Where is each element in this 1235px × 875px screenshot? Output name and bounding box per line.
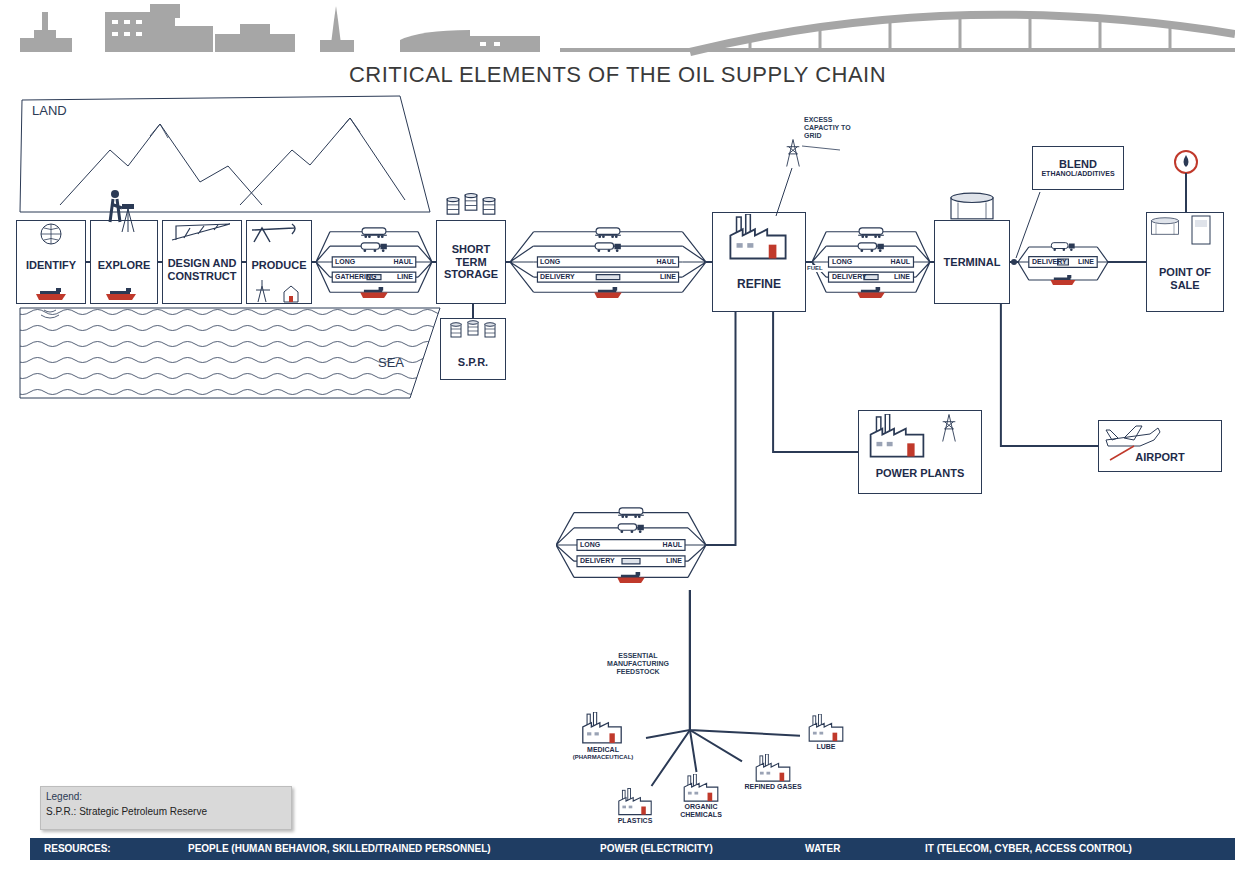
- factory: MEDICAL(PHARMACEUTICAL): [560, 710, 646, 782]
- mode-label: LINE: [894, 272, 910, 282]
- pipeline-connector: [773, 312, 858, 452]
- delivery-modes: DELIVERY LINE: [1018, 232, 1108, 292]
- resource-item: POWER (ELECTRICITY): [600, 843, 713, 855]
- mode-label: HAUL: [891, 257, 910, 267]
- stage-box: DESIGN AND CONSTRUCT: [162, 220, 242, 304]
- factory: REFINED GASES: [742, 752, 804, 808]
- pipeline-connector: [472, 304, 474, 318]
- power-plant-box: POWER PLANTS: [858, 410, 982, 494]
- region-label: LAND: [32, 104, 92, 119]
- node-label: LUBE: [816, 743, 835, 751]
- storage-box: SHORT TERM STORAGE: [436, 220, 506, 304]
- transport-modes: LONG HAUL DELIVERY LINE: [510, 220, 706, 304]
- node-label: BLEND: [1059, 158, 1097, 171]
- node-label: PRODUCE: [251, 259, 306, 272]
- mode-label: DELIVERY: [832, 272, 867, 282]
- node-label: TERMINAL: [944, 256, 1001, 269]
- pipeline-connector: [806, 261, 812, 263]
- legend-heading: Legend:: [46, 791, 246, 803]
- mode-label: HAUL: [394, 257, 413, 267]
- mode-label: DELIVERY: [580, 556, 615, 566]
- mode-label: HAUL: [663, 540, 682, 550]
- node-label: S.P.R.: [458, 356, 488, 369]
- node-label: ETHANOL/ADDITIVES: [1041, 170, 1114, 178]
- land-region: [20, 96, 430, 212]
- node-label: AIRPORT: [1135, 451, 1185, 464]
- annotation: FUEL: [806, 265, 824, 272]
- factory: PLASTICS: [606, 786, 664, 834]
- mode-label: LINE: [666, 556, 682, 566]
- node-label: PLASTICS: [618, 817, 653, 825]
- pipeline-connector: [706, 312, 736, 545]
- legend-entry: S.P.R.: Strategic Petroleum Reserve: [46, 806, 207, 818]
- mode-label: LONG: [580, 540, 600, 550]
- mode-label: DELIVERY: [540, 272, 575, 282]
- resource-item: RESOURCES:: [44, 843, 111, 855]
- node-label: POWER PLANTS: [876, 467, 965, 480]
- title: CRITICAL ELEMENTS OF THE OIL SUPPLY CHAI…: [0, 62, 1235, 87]
- pipeline-connector: [1001, 304, 1098, 446]
- resource-item: PEOPLE (HUMAN BEHAVIOR, SKILLED/TRAINED …: [188, 843, 491, 855]
- node-label: REFINE: [737, 278, 781, 292]
- resource-item: WATER: [805, 843, 840, 855]
- node-label: EXPLORE: [98, 259, 151, 272]
- stage-box: EXPLORE: [90, 220, 158, 304]
- node-label: MEDICAL: [587, 746, 619, 754]
- pipeline-connector: [651, 590, 689, 786]
- mode-label: HAUL: [657, 257, 676, 267]
- mode-label: LINE: [397, 272, 413, 282]
- pipeline-connector: [1010, 261, 1018, 263]
- resource-item: IT (TELECOM, CYBER, ACCESS CONTROL): [925, 843, 1132, 855]
- resources-band: RESOURCES: PEOPLE (HUMAN BEHAVIOR, SKILLE…: [30, 838, 1235, 860]
- mode-label: LINE: [660, 272, 676, 282]
- mode-label: LINE: [1078, 257, 1094, 267]
- mode-label: GATHERING: [335, 272, 376, 282]
- mode-label: LONG: [335, 257, 355, 267]
- skyline-banner: [20, 4, 540, 52]
- pipeline-connector: [690, 590, 742, 761]
- region-label: SEA: [378, 356, 428, 371]
- node-label: (PHARMACEUTICAL): [573, 754, 634, 761]
- pipeline-connector: [312, 261, 316, 263]
- sea-region: [20, 308, 440, 398]
- mode-label: LONG: [832, 257, 852, 267]
- mode-label: LONG: [540, 257, 560, 267]
- node-label: REFINED GASES: [744, 783, 801, 791]
- refinery-box: REFINE: [712, 212, 806, 312]
- factory: LUBE: [800, 712, 852, 762]
- airport-box: AIRPORT: [1098, 420, 1222, 472]
- node-label: IDENTIFY: [26, 259, 76, 272]
- stage-box: PRODUCE: [246, 220, 312, 304]
- reserve-box: S.P.R.: [440, 318, 506, 380]
- node-label: DESIGN AND CONSTRUCT: [166, 257, 238, 282]
- pipeline-connector: [506, 261, 510, 263]
- legend-text: S.P.R.: Strategic Petroleum Reserve: [46, 806, 207, 818]
- factory: ORGANIC CHEMICALS: [668, 772, 734, 830]
- pipeline-connector: [1108, 261, 1146, 263]
- factory-icons: [583, 712, 843, 815]
- transport-modes: LONG HAUL GATHERING LINE: [316, 220, 432, 304]
- terminal-box: TERMINAL: [934, 220, 1010, 304]
- stage-icons: [36, 140, 1210, 461]
- pipeline-connector: [690, 590, 800, 736]
- stage-box: IDENTIFY: [16, 220, 86, 304]
- annotation: ESSENTIAL MANUFACTURING FEEDSTOCK: [596, 652, 680, 676]
- node-label: ORGANIC CHEMICALS: [670, 803, 732, 819]
- node-label: SHORT TERM STORAGE: [440, 243, 502, 281]
- annotation: EXCESS CAPACTIY TO GRID: [804, 116, 868, 140]
- point-of-sale-box: POINT OF SALE: [1146, 212, 1224, 312]
- transport-modes: LONG HAUL DELIVERY LINE: [812, 220, 930, 304]
- transport-modes: LONG HAUL DELIVERY LINE: [556, 500, 706, 590]
- bridge-arch: [560, 14, 1235, 52]
- blend-box: BLENDETHANOL/ADDITIVES: [1032, 146, 1124, 190]
- node-label: POINT OF SALE: [1150, 266, 1220, 291]
- mode-label: DELIVERY: [1032, 257, 1067, 267]
